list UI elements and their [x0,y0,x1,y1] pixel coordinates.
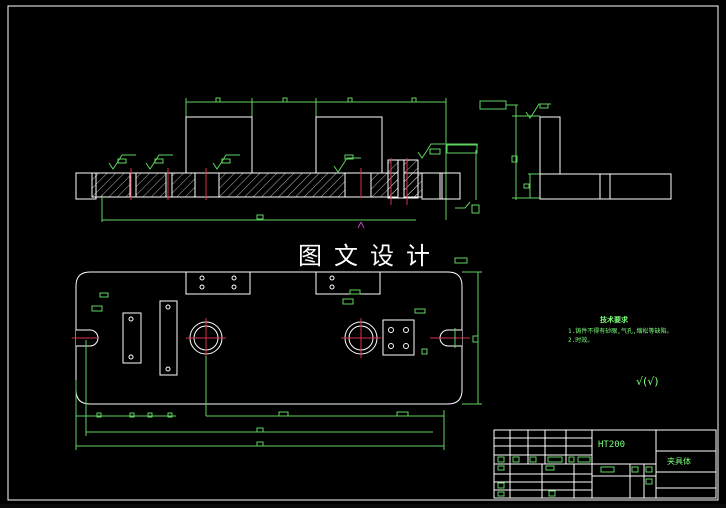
side-view [479,100,672,200]
roughness-note: √(√) [636,375,659,388]
technical-requirements-title: 技术要求 [600,316,628,324]
top-view [72,257,482,450]
title-block-fields [497,456,653,497]
technical-requirement-1: 1.铸件不得有砂眼,气孔,缩松等缺陷。 [568,328,673,335]
watermark-title: 图文设计 [298,242,442,270]
title-block [493,429,717,499]
material-label: HT200 [598,440,626,450]
drawing-border [7,5,719,501]
part-name-label: 夹具体 [667,457,691,466]
front-section-view [75,97,480,229]
technical-requirement-2: 2.时效。 [568,337,594,344]
